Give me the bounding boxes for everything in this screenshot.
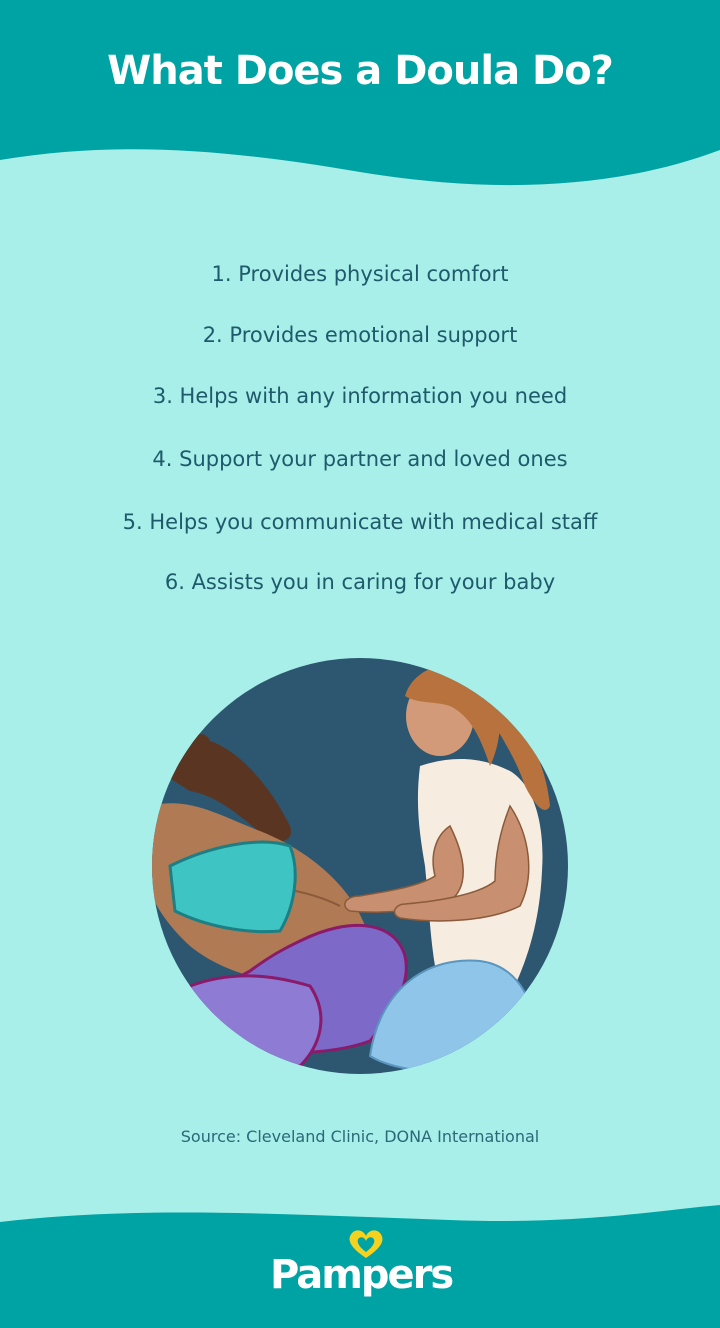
source-citation: Source: Cleveland Clinic, DONA Internati…	[180, 1127, 540, 1146]
list-item: 1. Provides physical comfort	[211, 262, 509, 286]
list-item: 3. Helps with any information you need	[152, 384, 568, 408]
heart-logo-icon	[349, 1230, 383, 1258]
list-item: 2. Provides emotional support	[202, 323, 518, 347]
brand-name: Pampers	[270, 1252, 454, 1298]
page-title: What Does a Doula Do?	[107, 48, 614, 94]
pampers-logo: Pampers	[270, 1228, 454, 1318]
list-item: 6. Assists you in caring for your baby	[164, 570, 556, 594]
list-item: 5. Helps you communicate with medical st…	[122, 510, 598, 534]
doula-illustration-icon	[152, 658, 568, 1074]
list-item: 4. Support your partner and loved ones	[152, 447, 568, 471]
